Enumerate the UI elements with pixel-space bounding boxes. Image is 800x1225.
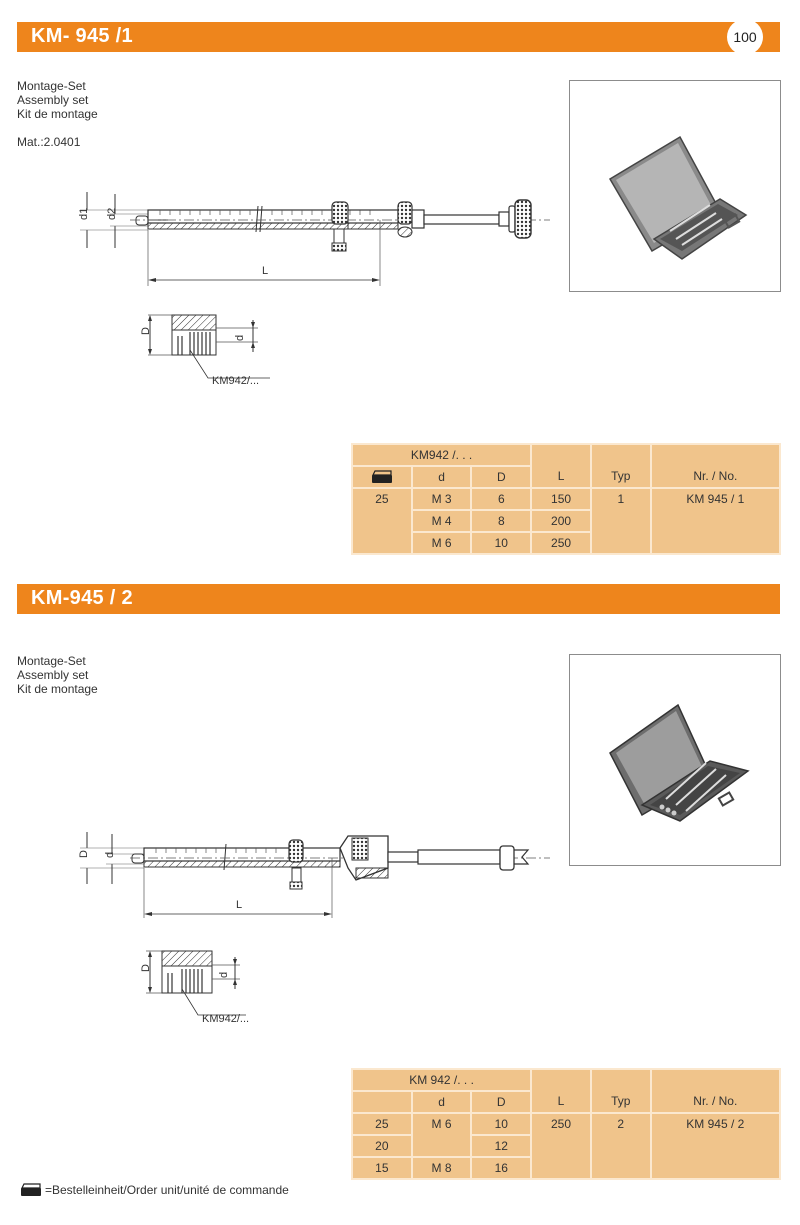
cell-L: 250 [530,1112,592,1180]
cell-D: 12 [470,1134,533,1158]
cell-D: 10 [470,1112,533,1136]
product-description: Montage-Set Assembly set Kit de montage [17,79,98,121]
cell-D: 16 [470,1156,533,1180]
svg-text:d2: d2 [106,208,118,220]
header-D: D [470,465,533,489]
cell-d: M 6 [410,531,473,555]
order-unit-icon [21,1183,41,1196]
table-row: M 6 10 250 [352,531,780,555]
svg-text:KM942/...: KM942/... [212,375,259,387]
svg-text:D: D [78,850,90,858]
svg-text:d: d [234,335,246,341]
description-de: Montage-Set [17,79,86,93]
description-fr: Kit de montage [17,682,98,696]
description-fr: Kit de montage [17,107,98,121]
header-d: d [410,1090,473,1114]
svg-text:KM942/...: KM942/... [202,1013,249,1025]
cell-L: 200 [530,509,592,533]
cell-D: 6 [470,487,533,511]
group-header: KM 942 /. . . [350,1068,533,1092]
cell-L: 150 [530,487,592,511]
product-photo-2 [569,654,781,866]
product-description: Montage-Set Assembly set Kit de montage [17,654,98,696]
header-typ: Typ [589,443,652,489]
header-order-unit [351,465,413,489]
cell-L: 250 [530,531,592,555]
header-L: L [530,1068,592,1114]
cell-d: M 6 [410,1112,473,1158]
cell-order-unit: 15 [351,1156,413,1180]
insert-drawing-2: D d KM942/... [140,950,249,1025]
table-row: M 4 8 200 [352,509,780,533]
spec-table-2: KM 942 /. . . L Typ Nr. / No. d D 25 M 6… [350,1068,782,1180]
cell-order-unit: 20 [351,1134,413,1158]
table-row: 15 M 8 16 [351,1156,780,1180]
cell-typ: 2 [589,1112,652,1180]
group-header: KM942 /. . . [350,443,533,467]
svg-text:L: L [236,899,242,911]
header-L: L [530,443,592,489]
product-photo-1 [569,80,781,292]
technical-drawing-1: d1 d2 L [78,192,550,286]
order-unit-icon [371,470,392,484]
header-nr: Nr. / No. [649,1068,782,1114]
cell-D: 8 [470,509,533,533]
header-typ: Typ [589,1068,652,1114]
svg-text:d: d [218,972,230,978]
technical-drawing-2: D d L [78,832,550,918]
description-de: Montage-Set [17,654,86,668]
table-row: 25 M 6 10 250 2 KM 945 / 2 [351,1112,782,1180]
page-number-badge: 100 [727,19,763,55]
cell-nr: KM 945 / 2 [649,1112,782,1180]
cell-nr: KM 945 / 1 [649,487,782,555]
description-en: Assembly set [17,93,89,107]
section-header-km945-1: KM- 945 /1 [17,22,780,52]
legend-text: =Bestelleinheit/Order unit/unité de comm… [45,1183,289,1197]
svg-text:d1: d1 [78,208,90,220]
cell-d: M 3 [410,487,473,511]
cell-D: 10 [470,531,533,555]
header-d: d [410,465,473,489]
section-title: KM-945 / 2 [31,587,133,609]
header-nr: Nr. / No. [649,443,782,489]
table-row: 20 12 [351,1134,780,1158]
cell-typ: 1 [589,487,652,555]
section-title: KM- 945 /1 [31,25,133,47]
cell-order-unit: 25 [351,1112,413,1136]
spec-table-1: KM942 /. . . L Typ Nr. / No. d D 25 M 3 … [350,443,782,555]
cell-d: M 4 [410,509,473,533]
material-label: Mat.:2.0401 [17,135,81,149]
order-unit-legend: =Bestelleinheit/Order unit/unité de comm… [20,1183,289,1197]
header-order-unit [351,1090,413,1114]
header-D: D [470,1090,533,1114]
table-row: 25 M 3 6 150 1 KM 945 / 1 [351,487,782,555]
svg-text:D: D [140,964,152,972]
svg-text:L: L [262,265,268,277]
cell-d: M 8 [410,1156,473,1180]
section-header-km945-2: KM-945 / 2 [17,584,780,614]
insert-drawing-1: D d KM942/... [140,314,270,387]
svg-text:d: d [104,852,116,858]
svg-text:D: D [140,327,152,335]
description-en: Assembly set [17,668,89,682]
cell-order-unit: 25 [351,487,413,555]
